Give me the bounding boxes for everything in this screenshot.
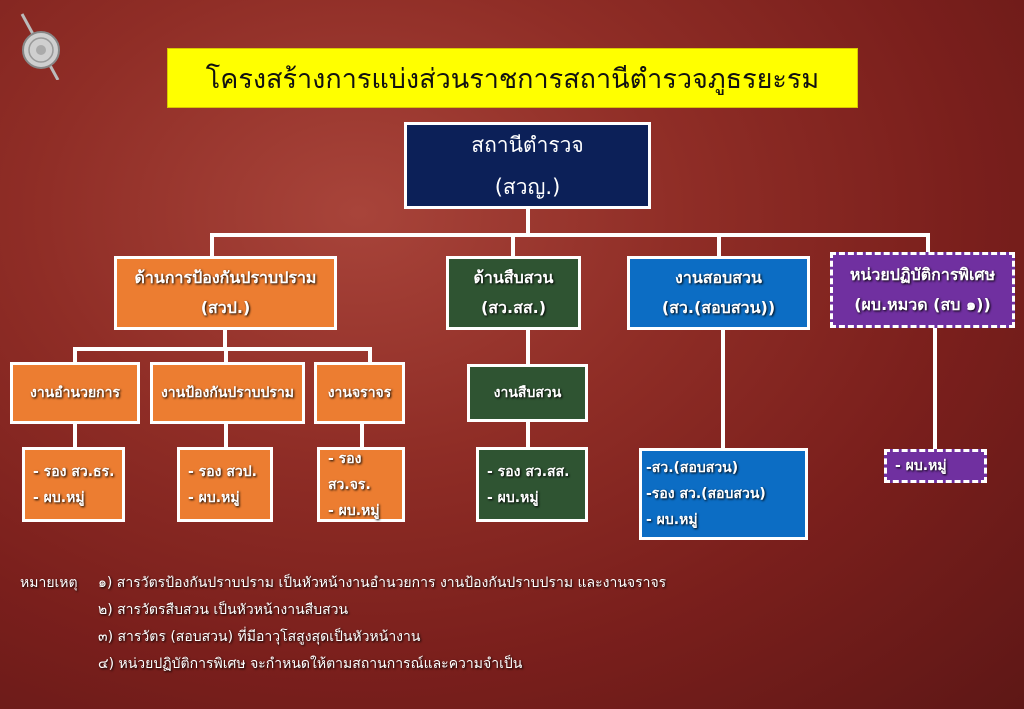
connector	[210, 233, 214, 257]
connector	[933, 328, 937, 449]
unit-name: งานจราจร	[327, 385, 392, 401]
staff-item: - ผบ.หมู่	[328, 502, 380, 519]
notes-section: หมายเหตุ ๑) สารวัตรป้องกันปราบปราม เป็นหั…	[20, 570, 666, 678]
police-emblem-logo	[14, 8, 84, 81]
unit-administration: งานอำนวยการ	[10, 362, 140, 424]
connector	[73, 424, 77, 448]
chart-title: โครงสร้างการแบ่งส่วนราชการสถานีตำรวจภูธร…	[167, 48, 858, 108]
staff-item: - รอง สว.สส.	[487, 463, 570, 480]
connector	[717, 233, 721, 257]
unit-name: งานสืบสวน	[493, 385, 562, 401]
note-item: ๔) หน่วยปฏิบัติการพิเศษ จะกำหนดให้ตามสถา…	[98, 656, 523, 672]
staff-item: -สว.(สอบสวน)	[646, 460, 739, 476]
connector	[526, 209, 530, 237]
division-special-ops: หน่วยปฏิบัติการพิเศษ (ผบ.หมวด (สบ ๑))	[830, 252, 1015, 328]
staff-item: - รอง สว.ธร.	[33, 463, 115, 480]
staff-box: - รอง สวป. - ผบ.หมู่	[177, 447, 273, 522]
connector	[368, 347, 372, 363]
division-name: งานสอบสวน	[675, 268, 762, 287]
staff-item: - รอง สวป.	[188, 463, 257, 480]
note-item: ๓) สารวัตร (สอบสวน) ที่มีอาวุโสสูงสุดเป็…	[98, 629, 421, 645]
root-abbr: (สวญ.)	[494, 174, 561, 199]
staff-box: - รอง สว.จร. - ผบ.หมู่	[317, 447, 405, 522]
division-investigation: ด้านสืบสวน (สว.สส.)	[446, 256, 581, 330]
division-name: ด้านการป้องกันปราบปราม	[134, 268, 317, 287]
staff-box: - ผบ.หมู่	[884, 449, 987, 483]
connector	[360, 424, 364, 448]
note-item: ๑) สารวัตรป้องกันปราบปราม เป็นหัวหน้างาน…	[98, 575, 667, 591]
division-name: หน่วยปฏิบัติการพิเศษ	[849, 265, 996, 284]
connector	[926, 233, 930, 253]
connector	[223, 330, 227, 350]
connector	[721, 330, 725, 448]
division-abbr: (สวป.)	[200, 298, 251, 317]
staff-item: -รอง สว.(สอบสวน)	[646, 486, 766, 502]
staff-box: - รอง สว.สส. - ผบ.หมู่	[476, 447, 588, 522]
staff-box: - รอง สว.ธร. - ผบ.หมู่	[22, 447, 125, 522]
staff-item: - ผบ.หมู่	[895, 458, 947, 474]
connector	[73, 347, 372, 351]
connector	[224, 424, 228, 448]
connector	[511, 233, 515, 257]
division-name: ด้านสืบสวน	[473, 268, 554, 287]
staff-item: - ผบ.หมู่	[33, 489, 85, 506]
staff-box: -สว.(สอบสวน) -รอง สว.(สอบสวน) - ผบ.หมู่	[639, 448, 808, 540]
notes-label: หมายเหตุ	[20, 575, 78, 591]
root-box-police-station: สถานีตำรวจ (สวญ.)	[404, 122, 651, 209]
division-prevention: ด้านการป้องกันปราบปราม (สวป.)	[114, 256, 337, 330]
division-abbr: (สว.สส.)	[480, 298, 547, 317]
unit-name: งานอำนวยการ	[29, 385, 121, 401]
connector	[210, 233, 930, 237]
unit-name: งานป้องกันปราบปราม	[160, 385, 295, 401]
division-abbr: (ผบ.หมวด (สบ ๑))	[854, 295, 991, 314]
root-name: สถานีตำรวจ	[471, 132, 584, 157]
connector	[224, 347, 228, 363]
staff-item: - ผบ.หมู่	[487, 489, 539, 506]
unit-crime-prevention: งานป้องกันปราบปราม	[150, 362, 305, 424]
unit-investigation: งานสืบสวน	[467, 364, 588, 422]
note-item: ๒) สารวัตรสืบสวน เป็นหัวหน้างานสืบสวน	[98, 602, 349, 618]
unit-traffic: งานจราจร	[314, 362, 405, 424]
division-abbr: (สว.(สอบสวน))	[661, 298, 776, 317]
staff-item: - ผบ.หมู่	[188, 489, 240, 506]
connector	[526, 422, 530, 448]
division-inquiry: งานสอบสวน (สว.(สอบสวน))	[627, 256, 810, 330]
staff-item: - ผบ.หมู่	[646, 512, 698, 528]
connector	[73, 347, 77, 363]
connector	[526, 330, 530, 364]
staff-item: - รอง สว.จร.	[328, 450, 371, 493]
